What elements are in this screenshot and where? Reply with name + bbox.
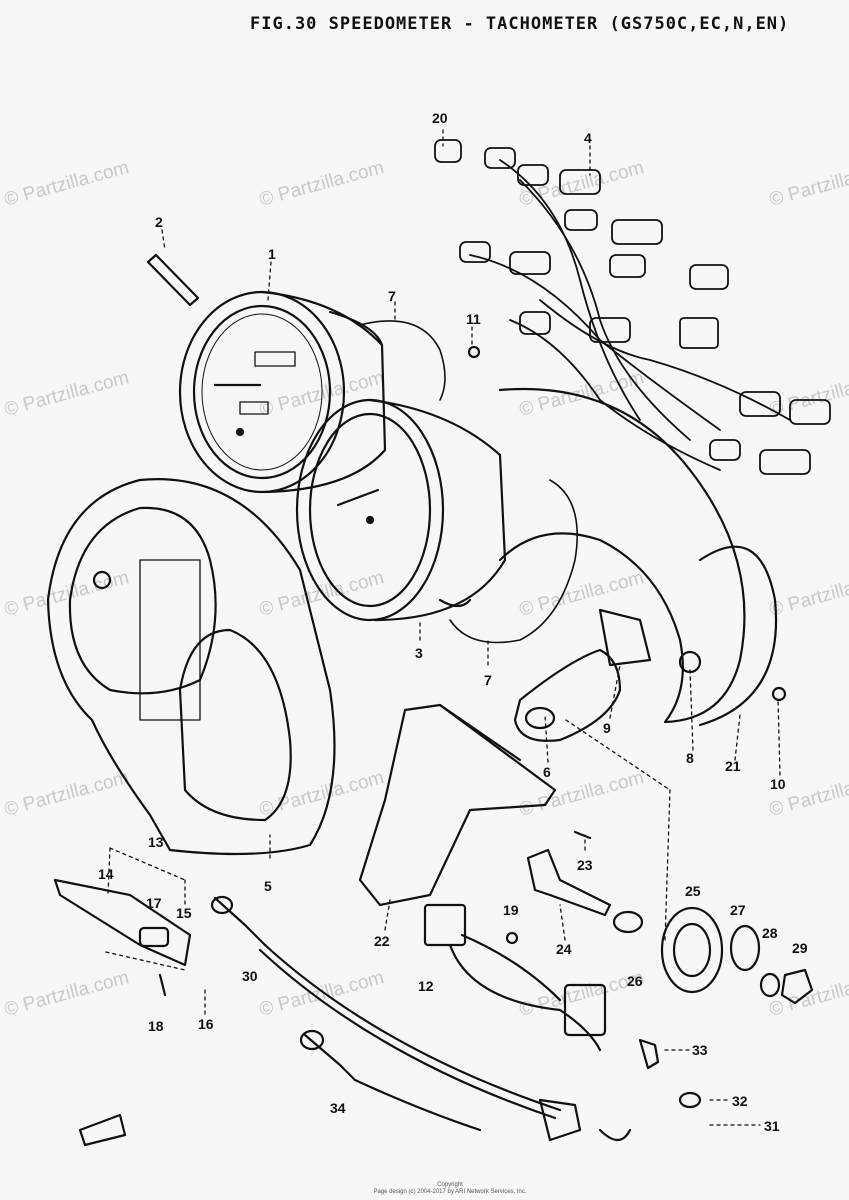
clip-31: [598, 1128, 632, 1142]
callout-label: 13: [148, 834, 164, 850]
resistor-box: [358, 703, 557, 907]
wiring-coupler: [423, 903, 607, 1052]
bolt-33: [638, 1038, 660, 1070]
callout-label: 9: [603, 720, 611, 736]
speedometer-gauge: [178, 290, 387, 494]
callout-label: 12: [418, 978, 434, 994]
callout-label: 33: [692, 1042, 708, 1058]
callout-label: 20: [432, 110, 448, 126]
callout-label: 15: [176, 905, 192, 921]
meter-cover: [46, 478, 336, 856]
nut-10: [771, 686, 787, 702]
washer-32: [678, 1091, 702, 1109]
callout-label: 7: [484, 672, 492, 688]
copyright-line: Page design (c) 2004-2017 by ARI Network…: [373, 1189, 527, 1195]
callout-label: 28: [762, 925, 778, 941]
meter-bracket: [513, 608, 652, 742]
callout-label: 32: [732, 1093, 748, 1109]
clamp-screw: [146, 253, 200, 307]
callout-label: 34: [330, 1100, 346, 1116]
callout-label: 29: [792, 940, 808, 956]
callout-label: 22: [374, 933, 390, 949]
callout-label: 11: [466, 311, 481, 327]
callout-label: 10: [770, 776, 786, 792]
screw-19: [505, 931, 519, 945]
callout-label: 6: [543, 764, 551, 780]
callout-label: 3: [415, 645, 423, 661]
callout-label: 25: [685, 883, 701, 899]
callout-label: 7: [388, 288, 396, 304]
gasket-ring: [359, 320, 578, 644]
callout-label: 4: [584, 130, 592, 146]
copyright-line: Copyright: [437, 1182, 463, 1188]
wire-harness: [434, 139, 831, 475]
callout-label: 14: [98, 866, 114, 882]
callout-label: 30: [242, 968, 258, 984]
callout-label: 19: [503, 902, 519, 918]
callout-label: 16: [198, 1016, 214, 1032]
callout-label: 31: [764, 1118, 780, 1134]
figure-title: FIG.30 SPEEDOMETER - TACHOMETER (GS750C,…: [250, 14, 790, 34]
copyright-note: Copyright Page design (c) 2004-2017 by A…: [360, 1182, 540, 1196]
tachometer-cable: [299, 1029, 582, 1142]
tachometer-gauge: [295, 398, 507, 622]
callout-label: 23: [577, 857, 593, 873]
callout-label: 2: [155, 214, 163, 230]
callout-label: 1: [268, 246, 276, 262]
callout-label: 8: [686, 750, 694, 766]
screw-11: [467, 345, 481, 359]
callout-label: 17: [146, 895, 162, 911]
callout-label: 18: [148, 1018, 164, 1034]
callout-label: 21: [725, 758, 741, 774]
callout-label: 26: [627, 973, 643, 989]
indicator-panel: [53, 878, 192, 997]
leader-lines: [105, 129, 781, 1126]
mounting-bolt: [526, 848, 644, 934]
damper-set: [660, 906, 814, 1005]
front-arrow-icon: [78, 1113, 127, 1147]
callout-label: 27: [730, 902, 746, 918]
callout-label: 5: [264, 878, 272, 894]
speedometer-cable: [210, 895, 562, 1120]
screw-23: [573, 830, 592, 840]
callout-label: 24: [556, 941, 572, 957]
